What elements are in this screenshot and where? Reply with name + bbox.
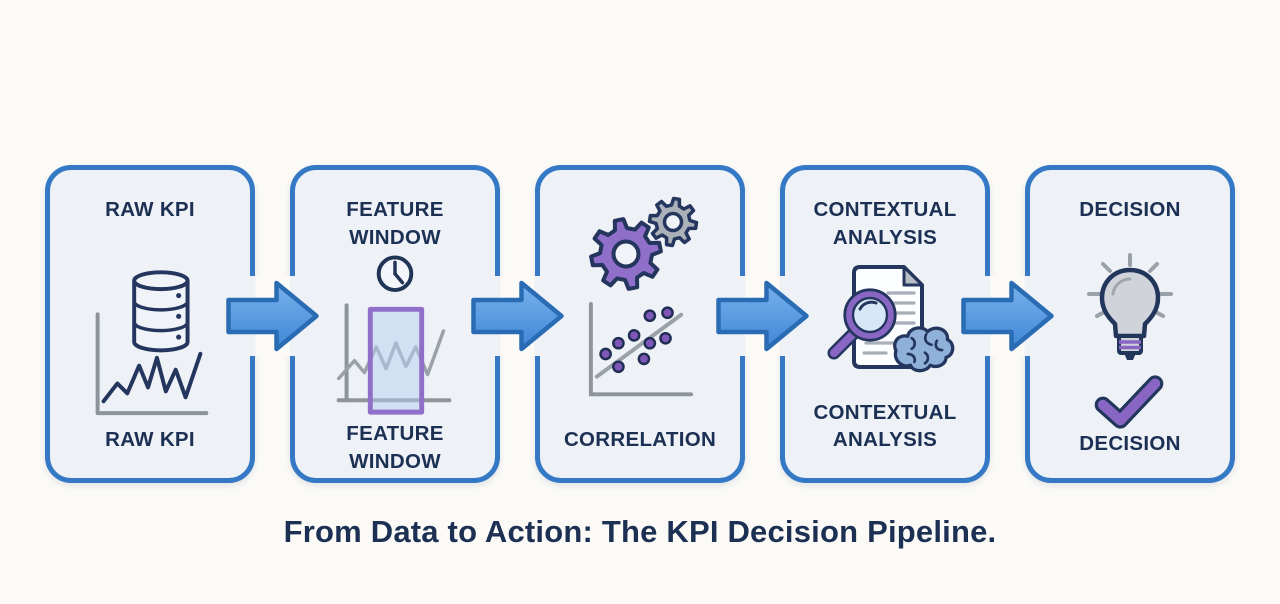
stage-label: CORRELATION: [563, 428, 717, 452]
stage-label: CONTEXTUAL ANALYSIS: [813, 400, 957, 452]
gears-icon: [589, 196, 699, 291]
stage-icon-zone: [330, 252, 460, 420]
feature-window-icon-group: [336, 255, 452, 415]
stage-title: DECISION: [1079, 198, 1181, 221]
stage-label: FEATURE WINDOW: [346, 422, 444, 473]
stage-correlation: CORRELATION: [535, 165, 745, 483]
stage-label: DECISION: [1079, 432, 1181, 455]
stage-icon-zone: [814, 259, 956, 391]
stage-icon-zone: [1080, 252, 1180, 430]
stage-raw-kpi: RAW KPI RAW KPI: [45, 165, 255, 483]
raw-kpi-icon-group: [95, 270, 209, 416]
stage-title: FEATURE WINDOW: [346, 198, 444, 249]
stage-decision: DECISION DECISION: [1025, 165, 1235, 483]
brain-icon: [893, 326, 955, 373]
diagram-caption: From Data to Action: The KPI Decision Pi…: [283, 514, 997, 549]
stage-title: CONTEXTUAL ANALYSIS: [813, 198, 957, 249]
checkmark-icon: [1094, 375, 1164, 429]
stage-label: RAW KPI: [105, 428, 195, 452]
contextual-analysis-icon-group: [827, 265, 955, 373]
stage-feature-window: FEATURE WINDOW FEATURE WINDOW: [290, 165, 500, 483]
stage-contextual-analysis: CONTEXTUAL ANALYSIS: [780, 165, 990, 483]
database-icon: [132, 270, 190, 353]
stage-icon-zone: [576, 196, 704, 410]
stage-icon-zone: [85, 255, 215, 423]
clock-icon: [376, 255, 414, 293]
magnifier-icon: [827, 288, 897, 360]
lightbulb-icon: [1087, 253, 1173, 360]
kpi-line-chart-icon: [95, 312, 209, 416]
feature-window-chart-icon: [336, 303, 452, 415]
stage-title: RAW KPI: [105, 198, 195, 221]
correlation-scatter-icon: [588, 301, 694, 397]
